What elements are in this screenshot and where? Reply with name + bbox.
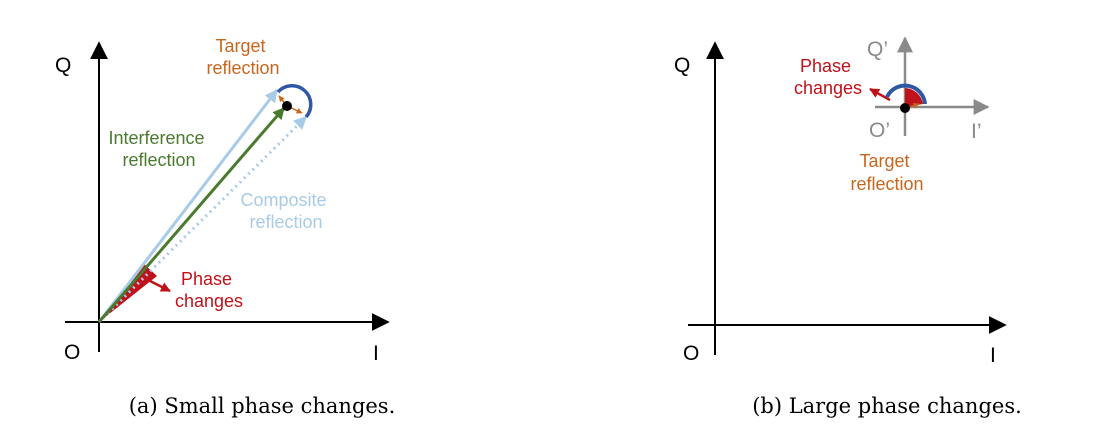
composite-reflection-label: Composite reflection <box>240 190 331 232</box>
axis-label-i-b: I <box>990 344 996 367</box>
composite-arrow-lower <box>97 115 308 324</box>
target-arc-b <box>885 83 927 105</box>
axis-label-i-prime: I’ <box>971 120 982 143</box>
phase-wedge-b <box>905 88 923 107</box>
origin-label-prime: O’ <box>869 119 890 142</box>
phase-arrow-a <box>149 279 171 293</box>
interference-reflection-label: Interference reflection <box>108 128 209 170</box>
composite-arrow-upper <box>97 88 279 323</box>
target-arc-a <box>276 84 313 119</box>
phase-changes-label-b: Phase changes <box>794 56 862 98</box>
axis-label-i-a: I <box>373 342 379 365</box>
target-point-a <box>282 101 292 111</box>
axis-label-q-prime: Q’ <box>867 38 888 61</box>
target-point-b <box>900 103 910 113</box>
origin-label-a: O <box>64 341 80 364</box>
origin-label-b: O <box>683 342 699 365</box>
axis-label-q-b: Q <box>674 54 690 77</box>
phase-arrow-b <box>869 87 891 102</box>
interference-arrow <box>97 107 286 323</box>
target-reflection-label-a: Target reflection <box>206 36 279 78</box>
caption-a: (a) Small phase changes. <box>129 394 396 418</box>
target-reflection-label-b: Target reflection <box>850 151 923 194</box>
phase-changes-label-a: Phase changes <box>175 269 243 311</box>
caption-b: (b) Large phase changes. <box>752 394 1022 418</box>
panel-a: Q I O Target reflection Interference ref… <box>55 36 395 418</box>
axis-label-q-a: Q <box>55 54 71 77</box>
panel-b: Q I O Q’ I’ O’ Phase changes Target refl… <box>674 36 1022 418</box>
